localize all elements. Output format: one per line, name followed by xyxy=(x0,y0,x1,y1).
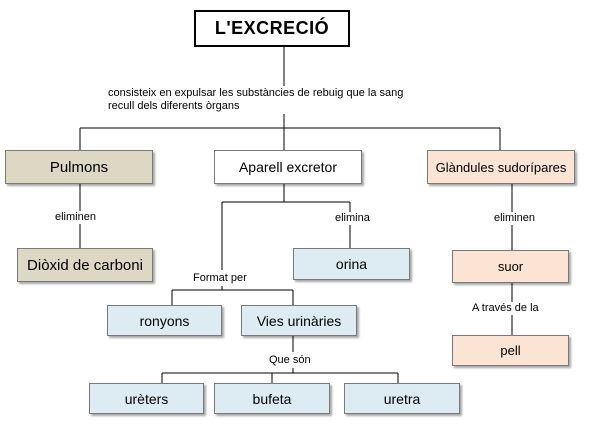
carbon-dioxide-label: Diòxid de carboni xyxy=(27,256,143,274)
kidneys-label: ronyons xyxy=(139,312,190,329)
sweat-box: suor xyxy=(452,250,569,283)
formed-by-connector-label: Format per xyxy=(191,272,249,285)
urine-label: orina xyxy=(335,256,368,272)
ureters-label: urèters xyxy=(124,390,169,407)
definition-line-2: recull dels diferents òrgans xyxy=(108,100,240,112)
lungs-label: Pulmons xyxy=(49,158,109,176)
kidneys-box: ronyons xyxy=(107,305,222,336)
definition-line-1: consisteix en expulsar les substàncies d… xyxy=(108,87,404,99)
title-box: L'EXCRECIÓ xyxy=(194,10,350,47)
sweat-glands-label: Glàndules sudorípares xyxy=(435,159,567,175)
excretory-system-label: Aparell excretor xyxy=(238,159,338,175)
urethra-box: uretra xyxy=(344,383,460,414)
urine-box: orina xyxy=(293,248,410,280)
lungs-connector-label: eliminen xyxy=(53,211,98,224)
bladder-label: bufeta xyxy=(252,390,292,407)
urinary-tract-box: Vies urinàries xyxy=(241,305,357,336)
bladder-box: bufeta xyxy=(214,383,330,414)
skin-label: pell xyxy=(500,343,521,358)
title-text: L'EXCRECIÓ xyxy=(214,18,330,38)
excretes-connector-label: elimina xyxy=(333,212,372,225)
urethra-label: uretra xyxy=(383,390,421,407)
excretory-system-box: Aparell excretor xyxy=(214,150,362,184)
ureters-box: urèters xyxy=(89,383,204,414)
carbon-dioxide-box: Diòxid de carboni xyxy=(17,248,153,282)
urinary-tract-label: Vies urinàries xyxy=(256,312,342,329)
sweat-glands-box: Glàndules sudorípares xyxy=(427,150,575,184)
which-are-connector-label: Que són xyxy=(267,354,313,367)
sweat-label: suor xyxy=(497,259,524,274)
through-connector-label: A través de la xyxy=(470,302,541,315)
glands-connector-label: eliminen xyxy=(492,212,537,225)
lungs-box: Pulmons xyxy=(5,150,153,184)
definition-text: consisteix en expulsar les substàncies d… xyxy=(106,86,406,114)
skin-box: pell xyxy=(452,335,569,366)
